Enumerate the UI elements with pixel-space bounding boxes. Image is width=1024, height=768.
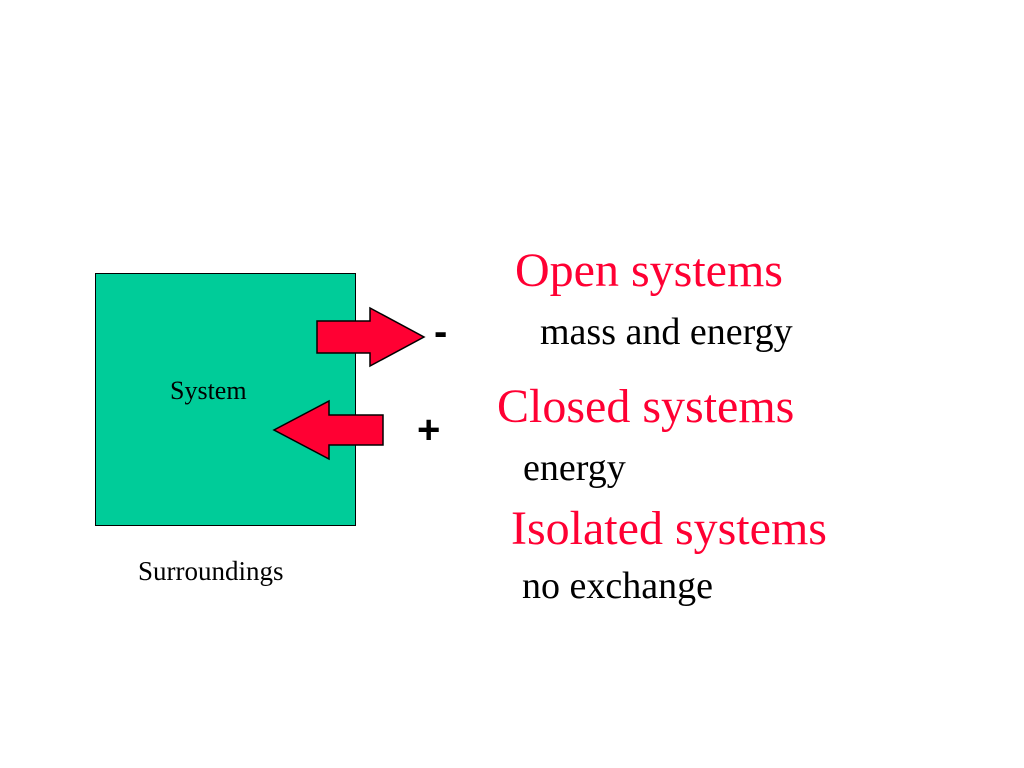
system-box	[95, 273, 356, 526]
open-systems-description: mass and energy	[540, 311, 793, 353]
isolated-systems-description: no exchange	[522, 565, 713, 607]
closed-systems-heading: Closed systems	[497, 380, 795, 433]
minus-sign: -	[434, 310, 448, 354]
open-systems-heading: Open systems	[515, 244, 783, 297]
system-label: System	[170, 376, 247, 405]
plus-sign: +	[417, 408, 441, 452]
isolated-systems-heading: Isolated systems	[511, 502, 827, 555]
outward-arrow	[316, 306, 426, 368]
surroundings-label: Surroundings	[138, 556, 284, 586]
closed-systems-description: energy	[523, 447, 626, 489]
inward-arrow	[272, 399, 384, 461]
